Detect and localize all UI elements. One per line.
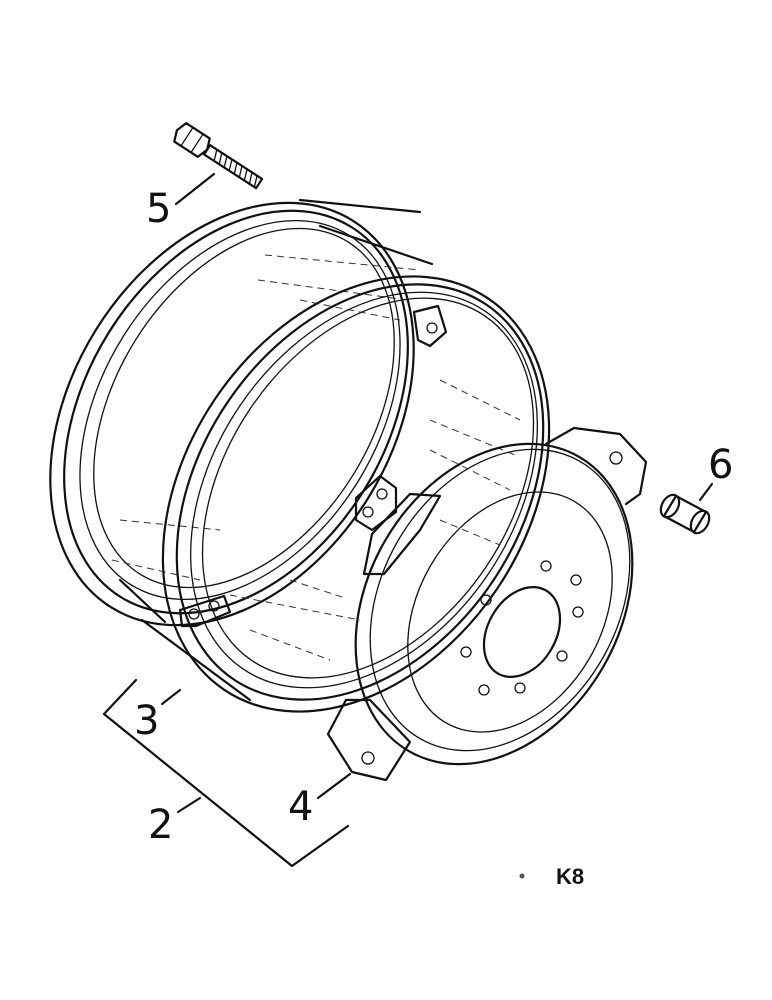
rim-front-ring [161,275,551,713]
rim-clip-bottom [178,594,232,628]
rim-back-flange [49,201,415,627]
figure-code: K8 [556,864,584,889]
bolt-part [173,122,264,190]
callout-5: 5 [146,186,171,232]
callout-2-leader [176,796,202,814]
callout-3-leader [160,688,182,706]
rim-barrel [111,198,521,702]
callout-4: 4 [288,784,313,830]
callout-2: 2 [148,802,173,848]
spacer-leader [698,482,714,502]
rim-assembly-bracket [102,678,350,868]
rim-clip-top [412,304,448,348]
wheel-disc-part [326,426,648,782]
callout-6: 6 [708,442,733,488]
small-mark [519,873,525,879]
bolt-leader [174,172,216,206]
rim-clip-middle [354,474,398,532]
spacer-part [659,493,711,535]
callout-3: 3 [134,698,159,744]
callout-4-leader [316,772,352,800]
